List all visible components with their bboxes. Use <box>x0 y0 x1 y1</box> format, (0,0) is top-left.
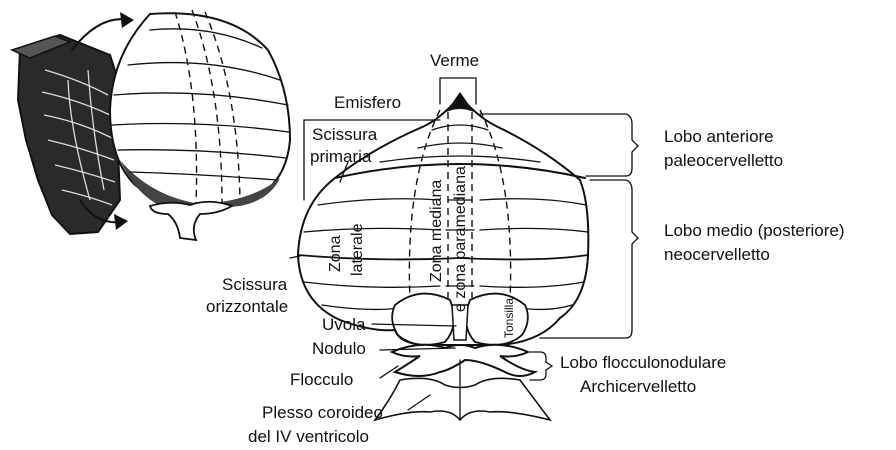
label-lobo-flocculonodulare-2: Archicervelletto <box>580 377 696 396</box>
label-scissura-orizzontale-2: orizzontale <box>206 297 288 316</box>
choroid-plexus <box>375 378 550 420</box>
left-tonsil <box>392 294 454 345</box>
label-nodulo: Nodulo <box>312 339 366 358</box>
label-plesso-1: Plesso coroideo <box>262 403 383 422</box>
label-scissura-primaria-1: Scissura <box>312 125 378 144</box>
label-lobo-flocculonodulare-1: Lobo flocculonodulare <box>560 353 726 372</box>
label-plesso-2: del IV ventricolo <box>248 427 369 446</box>
label-zona-mediana-1: Zona mediana <box>428 180 445 282</box>
label-flocculo: Flocculo <box>290 370 353 389</box>
lobo-flocculonodulare-brace <box>530 352 552 380</box>
label-lobo-medio-1: Lobo medio (posteriore) <box>664 221 844 240</box>
label-scissura-primaria-2: primaria <box>310 147 372 166</box>
bottom-arrow-head <box>114 214 128 230</box>
flocculus-3d <box>150 202 232 240</box>
label-lobo-anteriore-2: paleocervelletto <box>664 151 783 170</box>
label-tonsilla: Tonsilla <box>502 298 516 338</box>
label-emisfero: Emisfero <box>334 93 401 112</box>
label-zona-laterale-2: laterale <box>349 223 366 276</box>
vermis-tip <box>446 92 474 112</box>
label-lobo-anteriore-1: Lobo anteriore <box>664 127 774 146</box>
label-zona-mediana-2: e zona paramediana <box>452 166 469 312</box>
label-uvola: Uvola <box>322 315 366 334</box>
top-arrow-head <box>120 12 134 28</box>
label-zona-laterale-1: Zona <box>327 235 344 272</box>
cerebellum-3d-illustration <box>12 10 290 240</box>
label-lobo-medio-2: neocervelletto <box>664 245 770 264</box>
label-scissura-orizzontale-1: Scissura <box>222 275 288 294</box>
right-tonsil <box>466 294 528 345</box>
label-verme: Verme <box>430 51 479 70</box>
